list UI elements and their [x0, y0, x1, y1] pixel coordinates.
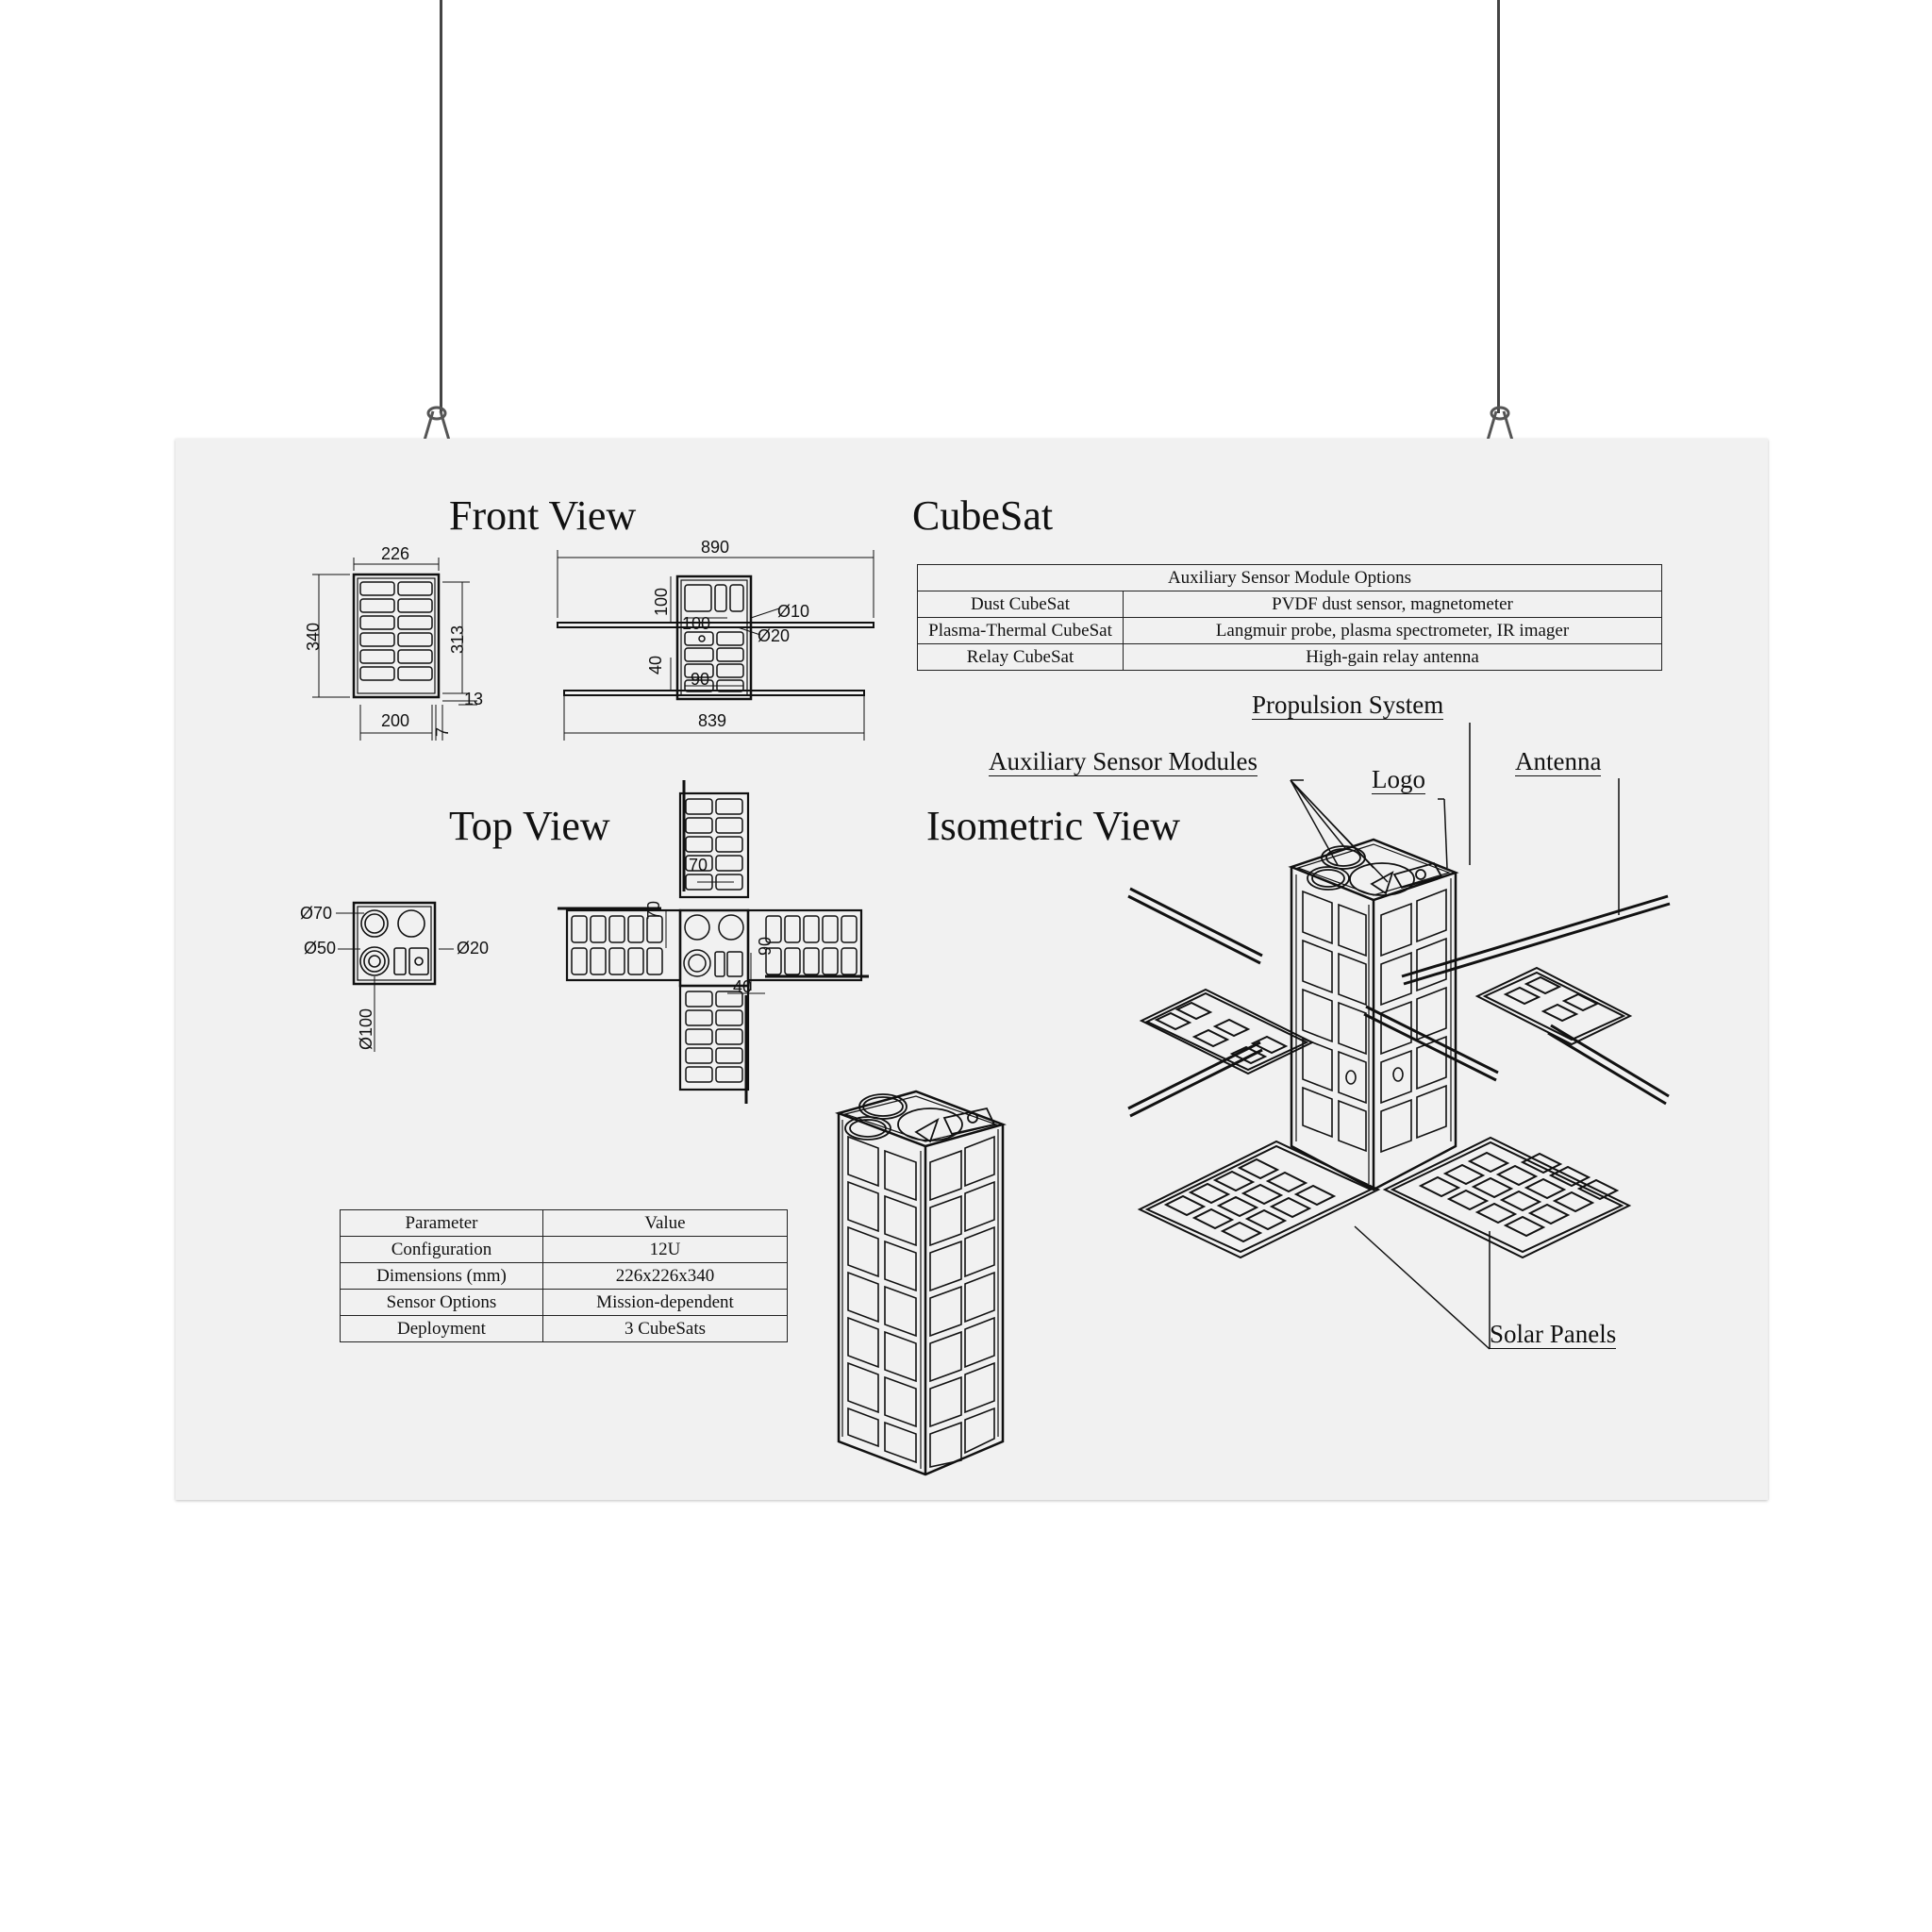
- top-view-title: Top View: [449, 803, 610, 849]
- sensor-row-desc: High-gain relay antenna: [1123, 643, 1662, 671]
- param-value: 12U: [542, 1236, 788, 1263]
- dim-front-width: 226: [381, 544, 410, 563]
- cubesat-title: CubeSat: [912, 492, 1054, 539]
- top-view-drawing: [336, 901, 454, 1052]
- dim-span-bottom: 839: [698, 711, 727, 730]
- callout-logo: Logo: [1372, 765, 1425, 794]
- sensor-row-desc: PVDF dust sensor, magnetometer: [1123, 591, 1662, 618]
- top-view-deployed-drawing: [558, 780, 869, 1104]
- blueprint-poster: Front View CubeSat Top View Isometric Vi…: [175, 439, 1768, 1500]
- dim-phi20: Ø20: [758, 626, 791, 645]
- hanging-wire-right: [1497, 0, 1500, 413]
- sensor-row-desc: Langmuir probe, plasma spectrometer, IR …: [1123, 617, 1662, 644]
- isometric-deployed-drawing: [1127, 723, 1671, 1350]
- callout-propulsion: Propulsion System: [1252, 691, 1444, 720]
- callout-aux-sensors: Auxiliary Sensor Modules: [989, 747, 1257, 776]
- dim-cross-70-horizontal: 70: [689, 856, 708, 874]
- dim-span-top: 890: [701, 538, 730, 557]
- isometric-view-title: Isometric View: [926, 803, 1181, 849]
- dim-front-base: 200: [381, 711, 410, 730]
- sensor-row-name: Relay CubeSat: [917, 643, 1124, 671]
- callout-solar: Solar Panels: [1490, 1320, 1617, 1349]
- param-value: Mission-dependent: [542, 1289, 788, 1316]
- dim-front-gap: 13: [464, 690, 484, 708]
- param-value: 3 CubeSats: [542, 1315, 788, 1342]
- dim-top-phi70: Ø70: [300, 904, 333, 923]
- isometric-cube-drawing: [835, 1090, 1007, 1476]
- hanging-wire-left: [440, 0, 442, 413]
- param-header-value: Value: [542, 1209, 788, 1237]
- sensor-row-name: Plasma-Thermal CubeSat: [917, 617, 1124, 644]
- dim-phi10: Ø10: [777, 602, 810, 621]
- sensor-options-table: Auxiliary Sensor Module Options Dust Cub…: [917, 564, 1662, 671]
- param-name: Configuration: [340, 1236, 543, 1263]
- param-name: Deployment: [340, 1315, 543, 1342]
- dim-90: 90: [691, 670, 710, 689]
- callout-antenna: Antenna: [1515, 747, 1602, 776]
- sensor-row-name: Dust CubeSat: [917, 591, 1124, 618]
- dim-top-phi20: Ø20: [457, 939, 490, 958]
- front-view-drawing: [312, 558, 477, 741]
- front-view-title: Front View: [449, 492, 637, 539]
- front-view-deployed-drawing: [557, 550, 874, 741]
- dim-top-phi50: Ø50: [304, 939, 337, 958]
